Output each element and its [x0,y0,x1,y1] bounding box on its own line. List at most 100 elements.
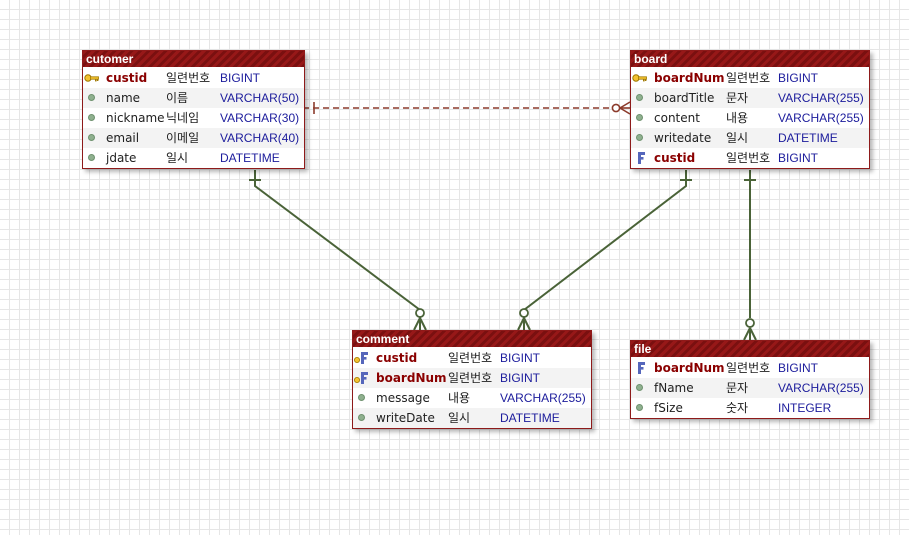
zero-marker [745,318,755,328]
column-logical-name: 일련번호 [726,151,771,165]
column-name: fSize [654,401,683,415]
column-type: BIGINT [220,71,261,85]
column-name: writedate [654,131,712,145]
column-name: boardNum [654,71,725,85]
entity-title: cutomer [83,51,304,67]
column-dot-icon [83,108,99,128]
column-type: DATETIME [220,151,280,165]
relation-line-board-comment [523,170,687,318]
column-logical-name: 숫자 [726,401,749,415]
column-dot-icon [631,378,647,398]
column-row[interactable]: boardTitle 문자 VARCHAR(255) [631,88,869,108]
column-dot-icon [631,108,647,128]
column-logical-name: 이름 [166,91,189,105]
column-type: VARCHAR(30) [220,111,300,125]
crowfoot-marker [523,317,531,331]
column-name: custid [376,351,418,365]
column-name: custid [106,71,148,85]
column-name: custid [654,151,696,165]
column-logical-name: 일련번호 [448,351,493,365]
column-type: BIGINT [778,151,819,165]
column-type: BIGINT [778,361,819,375]
column-type: VARCHAR(255) [778,91,864,105]
zero-marker [611,103,621,113]
column-dot-icon [83,88,99,108]
column-type: VARCHAR(255) [778,381,864,395]
column-type: BIGINT [500,351,541,365]
column-row[interactable]: fName 문자 VARCHAR(255) [631,378,869,398]
column-row[interactable]: name 이름 VARCHAR(50) [83,88,304,108]
foreign-key-icon [631,148,647,168]
zero-marker [519,308,529,318]
column-type: INTEGER [778,401,832,415]
column-logical-name: 일시 [726,131,749,145]
column-dot-icon [83,148,99,168]
column-row[interactable]: message 내용 VARCHAR(255) [353,388,591,408]
zero-marker [415,308,425,318]
primary-foreign-key-icon [353,348,369,368]
column-row[interactable]: fSize 숫자 INTEGER [631,398,869,418]
column-dot-icon [353,388,369,408]
column-name: boardNum [654,361,725,375]
column-logical-name: 일련번호 [726,361,771,375]
crowfoot-marker [743,327,751,341]
column-logical-name: 일시 [166,151,189,165]
column-dot-icon [631,398,647,418]
crowfoot-marker [619,107,631,115]
column-type: VARCHAR(255) [778,111,864,125]
column-type: DATETIME [500,411,560,425]
column-type: BIGINT [500,371,541,385]
column-row[interactable]: email 이메일 VARCHAR(40) [83,128,304,148]
column-row[interactable]: custid 일련번호 BIGINT [353,348,591,368]
column-dot-icon [353,408,369,428]
column-dot-icon [631,88,647,108]
column-name: fName [654,381,694,395]
column-name: message [376,391,430,405]
column-logical-name: 닉네임 [166,111,200,125]
crowfoot-marker [517,317,525,331]
column-dot-icon [83,128,99,148]
column-type: VARCHAR(255) [500,391,586,405]
entity-title: file [631,341,869,357]
column-logical-name: 문자 [726,91,749,105]
crowfoot-marker [619,101,631,109]
column-name: nickname [106,111,165,125]
column-name: name [106,91,141,105]
column-row[interactable]: custid 일련번호 BIGINT [631,148,869,168]
primary-foreign-key-icon [353,368,369,388]
primary-key-icon [631,68,647,88]
column-type: VARCHAR(40) [220,131,300,145]
primary-key-icon [83,68,99,88]
entity-title: board [631,51,869,67]
column-logical-name: 이메일 [166,131,200,145]
entity-title: comment [353,331,591,347]
column-logical-name: 문자 [726,381,749,395]
column-name: boardTitle [654,91,715,105]
column-name: email [106,131,140,145]
column-logical-name: 내용 [448,391,471,405]
relation-line-cutomer-comment [254,170,421,318]
foreign-key-icon [631,358,647,378]
crowfoot-marker [419,317,427,331]
column-name: writeDate [376,411,435,425]
column-type: VARCHAR(50) [220,91,300,105]
column-dot-icon [631,128,647,148]
